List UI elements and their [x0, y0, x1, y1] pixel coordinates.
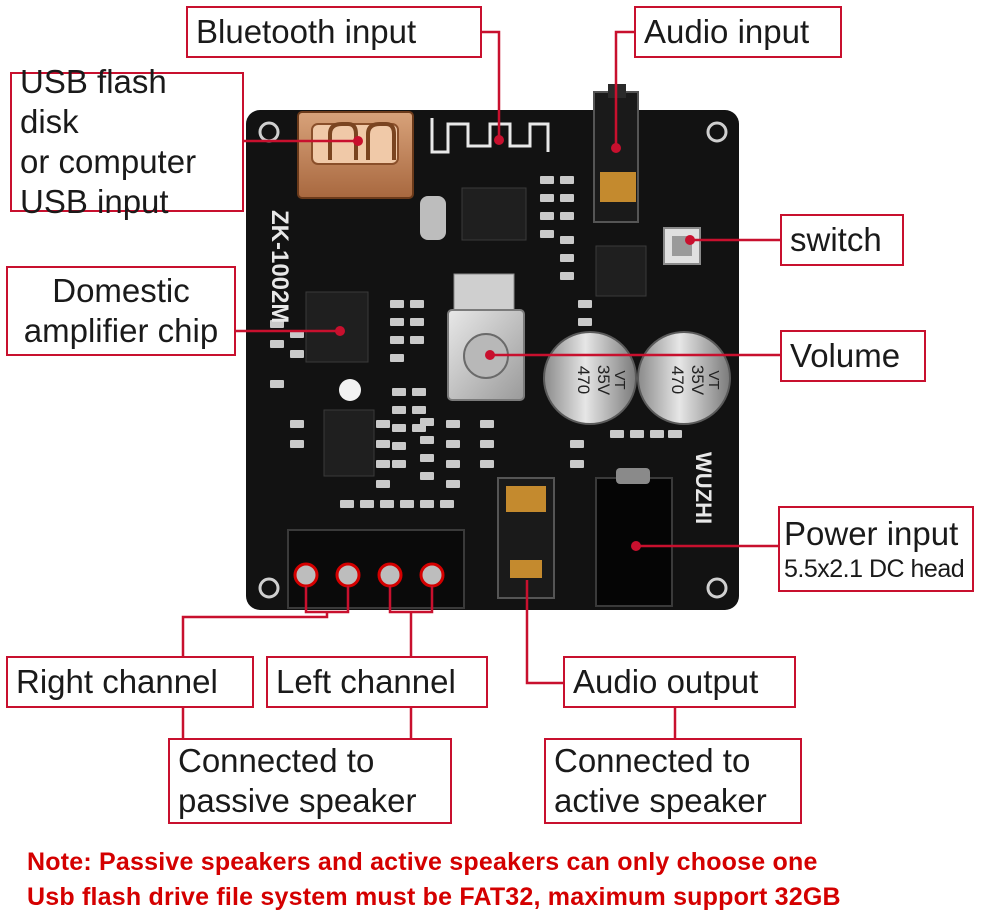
cap-left-text-3: VT — [611, 370, 628, 389]
smd-pad — [630, 430, 644, 438]
smd-pad — [420, 418, 434, 426]
cap-left-text-2: 35V — [594, 365, 613, 396]
smd-pad — [560, 272, 574, 280]
note-line-1: Note: Passive speakers and active speake… — [27, 848, 818, 876]
smd-pad — [650, 430, 664, 438]
smd-pad — [560, 254, 574, 262]
smd-pad — [392, 460, 406, 468]
speaker-terminal-block — [287, 529, 465, 609]
smd-pad — [376, 440, 390, 448]
smd-pad — [610, 430, 624, 438]
smd-pad — [376, 480, 390, 488]
smd-pad — [410, 318, 424, 326]
board-brand-text: WUZHI — [691, 452, 716, 524]
cap-left-text-1: 470 — [574, 366, 593, 394]
label-power-input: Power input 5.5x2.1 DC head — [778, 506, 974, 592]
dc-power-jack — [595, 468, 673, 607]
smd-pad — [480, 440, 494, 448]
smd-pad — [560, 194, 574, 202]
smd-pad — [410, 300, 424, 308]
smd-pad — [540, 194, 554, 202]
power-switch — [663, 227, 701, 265]
cap-right-text-1: 470 — [668, 366, 687, 394]
volume-potentiometer — [447, 273, 525, 401]
smd-pad — [668, 430, 682, 438]
mounting-holes — [258, 121, 728, 599]
smd-pad — [446, 460, 460, 468]
callout-dots — [335, 135, 695, 551]
smd-pad — [540, 230, 554, 238]
smd-pad — [270, 320, 284, 328]
label-audio-output: Audio output — [563, 656, 796, 708]
cap-right-text-3: VT — [705, 370, 722, 389]
smd-pad — [390, 336, 404, 344]
smd-pad — [446, 420, 460, 428]
smd-pad — [392, 406, 406, 414]
smd-pad — [412, 406, 426, 414]
smd-pad — [392, 442, 406, 450]
smd-pad — [480, 420, 494, 428]
note-line-2: Usb flash drive file system must be FAT3… — [27, 883, 841, 911]
smd-pad — [270, 340, 284, 348]
smd-pad — [540, 176, 554, 184]
smd-pad — [390, 354, 404, 362]
cap-right-text-2: 35V — [688, 365, 707, 396]
smd-pad — [560, 236, 574, 244]
smd-pad — [420, 472, 434, 480]
smd-pad — [360, 500, 374, 508]
smd-pad — [340, 500, 354, 508]
label-passive-speaker: Connected to passive speaker — [168, 738, 452, 824]
label-volume: Volume — [780, 330, 926, 382]
smd-pad — [390, 300, 404, 308]
label-audio-input: Audio input — [634, 6, 842, 58]
smd-pad — [392, 388, 406, 396]
label-left-channel: Left channel — [266, 656, 488, 708]
smd-pad — [400, 500, 414, 508]
board-model-text: ZK-1002M — [266, 210, 293, 323]
capacitor-right: 470 35V VT — [637, 331, 731, 425]
smd-pad — [420, 436, 434, 444]
label-active-speaker: Connected to active speaker — [544, 738, 802, 824]
smd-pad — [290, 350, 304, 358]
smd-pad — [560, 212, 574, 220]
power-input-title: Power input — [784, 514, 959, 552]
label-usb-input: USB flash disk or computer USB input — [10, 63, 244, 220]
smd-pad — [290, 420, 304, 428]
smd-pad — [440, 500, 454, 508]
smd-pad — [560, 176, 574, 184]
smd-pad — [446, 440, 460, 448]
callout-leader-lines — [181, 30, 782, 740]
smd-pad — [570, 440, 584, 448]
label-right-channel: Right channel — [6, 656, 254, 708]
smd-components — [270, 176, 682, 508]
smd-pad — [578, 300, 592, 308]
label-switch: switch — [780, 214, 904, 266]
smd-pad — [390, 318, 404, 326]
smd-pad — [420, 454, 434, 462]
usb-port — [297, 111, 414, 199]
smd-pad — [376, 420, 390, 428]
smd-pad — [420, 500, 434, 508]
smd-pad — [290, 440, 304, 448]
bluetooth-antenna — [430, 118, 550, 154]
smd-pad — [380, 500, 394, 508]
smd-pad — [480, 460, 494, 468]
smd-pad — [412, 388, 426, 396]
label-bluetooth-input: Bluetooth input — [186, 6, 482, 58]
smd-pad — [578, 318, 592, 326]
power-input-subtitle: 5.5x2.1 DC head — [784, 554, 965, 583]
smd-pad — [392, 424, 406, 432]
smd-pad — [540, 212, 554, 220]
smd-pad — [570, 460, 584, 468]
capacitor-left: 470 35V VT — [543, 331, 637, 425]
label-amplifier-chip: Domestic amplifier chip — [6, 266, 236, 356]
smd-pad — [270, 380, 284, 388]
smd-pad — [446, 480, 460, 488]
smd-pad — [410, 336, 424, 344]
smd-pad — [376, 460, 390, 468]
